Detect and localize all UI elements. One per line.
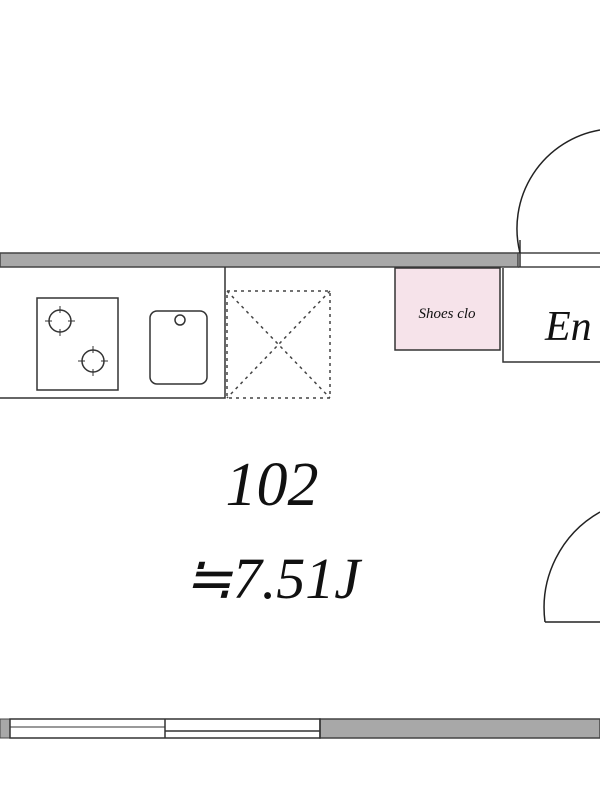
window [9,718,321,739]
burner-icon [78,346,108,376]
entrance-area [502,268,600,363]
room-number: 102 [226,451,319,519]
room-area: ≒7.51J [184,546,363,611]
top-wall [0,240,600,268]
shoes-closet [394,267,501,351]
shoes-closet-label: Shoes clo [418,306,476,322]
burner-icon [45,306,75,336]
entrance-label: En [544,304,592,350]
stove [36,297,119,391]
refrigerator-space [226,290,331,399]
bottom-wall [0,718,600,739]
entrance-door-swing [516,129,600,254]
sink-icon [149,310,208,385]
door-swing [543,511,600,623]
kitchen-counter [0,267,226,399]
